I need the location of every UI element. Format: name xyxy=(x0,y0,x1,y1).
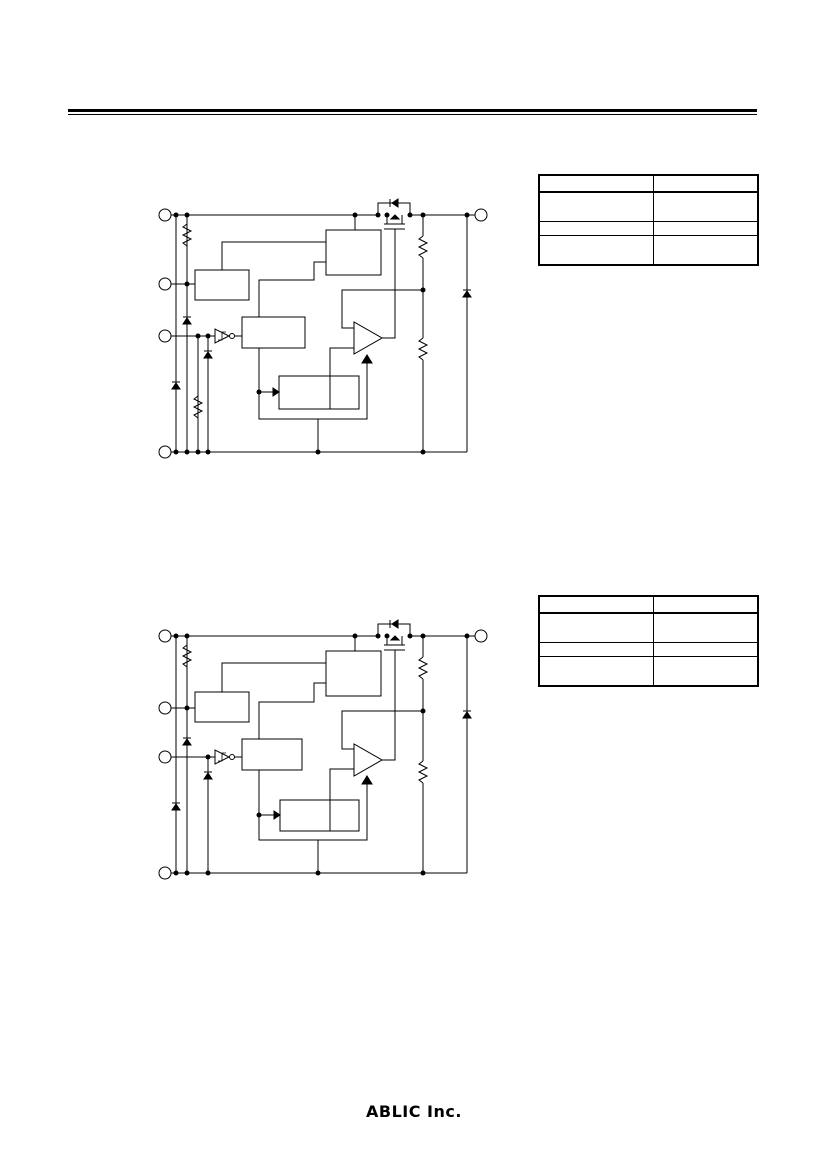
table-cell xyxy=(538,191,654,222)
table-cell xyxy=(653,191,759,222)
pulldown-resistor xyxy=(192,392,204,422)
esd-diode-2 xyxy=(171,802,181,811)
table-cell xyxy=(538,612,654,643)
terminal-vss xyxy=(158,866,172,880)
divider-resistor-bottom xyxy=(417,337,429,361)
esd-diode-1 xyxy=(182,737,192,746)
error-amplifier xyxy=(353,321,384,355)
esd-diode-2 xyxy=(171,381,181,390)
block-reference xyxy=(194,691,250,723)
divider-resistor-top xyxy=(417,656,429,680)
header-rule-thin xyxy=(68,114,757,115)
footer-brand: ABLIC Inc. xyxy=(366,1102,462,1121)
terminal-2 xyxy=(158,277,172,291)
terminal-vin xyxy=(158,629,172,643)
block-control xyxy=(241,316,306,349)
table-cell xyxy=(653,642,759,657)
terminal-vin xyxy=(158,208,172,222)
table-cell xyxy=(653,656,759,687)
esd-diode-3 xyxy=(203,771,213,780)
table-cell xyxy=(538,221,654,236)
table-cell xyxy=(538,235,654,266)
pullup-resistor xyxy=(181,220,193,250)
table-cell xyxy=(538,642,654,657)
esd-diode-1 xyxy=(182,316,192,325)
legend-table-1 xyxy=(538,174,759,266)
table-cell xyxy=(538,595,654,614)
block-reference-voltage xyxy=(278,375,360,410)
header-rule-thick xyxy=(68,109,757,112)
terminal-vss xyxy=(158,445,172,459)
block-current-limit xyxy=(325,650,382,697)
pass-transistor xyxy=(377,198,411,233)
table-cell xyxy=(653,221,759,236)
table-cell xyxy=(653,235,759,266)
terminal-2 xyxy=(158,701,172,715)
block-diagram-1 xyxy=(0,0,827,460)
divider-resistor-top xyxy=(417,235,429,259)
block-diagram-2 xyxy=(0,421,827,881)
block-current-limit xyxy=(325,229,382,276)
divider-resistor-bottom xyxy=(417,760,429,784)
block-reference-voltage xyxy=(279,799,360,832)
pullup-resistor xyxy=(181,641,193,671)
legend-table-2 xyxy=(538,595,759,687)
terminal-ce xyxy=(158,750,172,764)
pass-transistor xyxy=(377,619,411,654)
terminal-ce xyxy=(158,329,172,343)
table-cell xyxy=(653,174,759,193)
block-control xyxy=(241,738,303,771)
esd-diode-3 xyxy=(203,350,213,359)
table-cell xyxy=(538,656,654,687)
terminal-vout xyxy=(474,208,488,222)
error-amplifier xyxy=(353,743,384,777)
table-cell xyxy=(653,612,759,643)
table-cell xyxy=(653,595,759,614)
terminal-vout xyxy=(474,629,488,643)
block-reference xyxy=(194,269,250,301)
table-cell xyxy=(538,174,654,193)
